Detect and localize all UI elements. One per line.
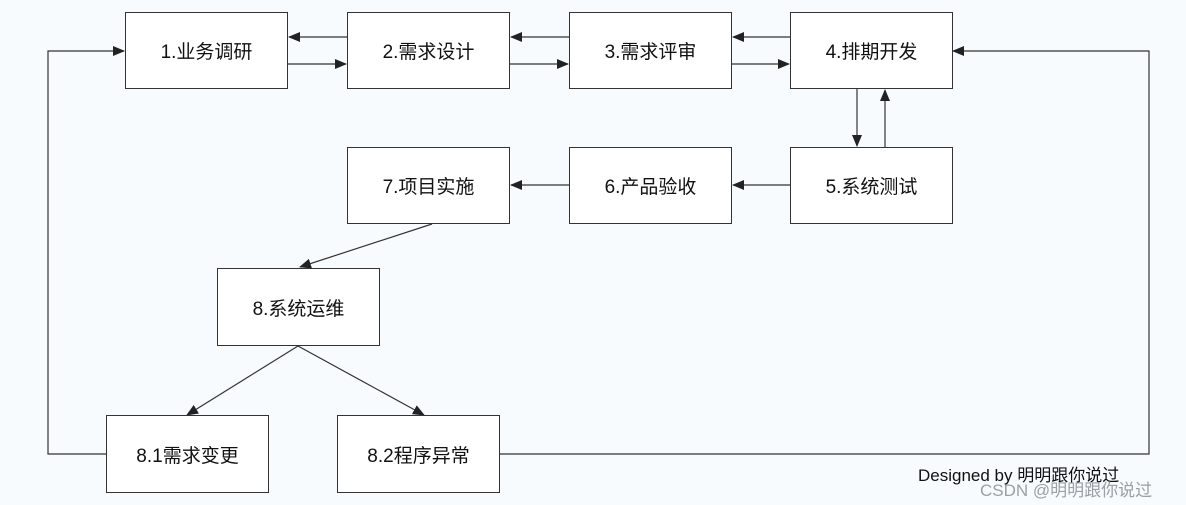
node-project-implementation: 7.项目实施 [347,147,510,224]
node-business-research: 1.业务调研 [125,12,288,89]
node-scheduling-development: 4.排期开发 [790,12,953,89]
edge-n8-to-n81 [186,345,299,416]
node-requirement-change: 8.1需求变更 [106,415,269,493]
csdn-watermark: CSDN @明明跟你说过 [980,481,1153,500]
node-requirement-review: 3.需求评审 [569,12,732,89]
edge-n8-to-n82 [297,345,425,416]
designer-credit: Designed by 明明跟你说过 [918,466,1120,485]
edge-n81-to-n1 [47,46,125,455]
node-system-maintenance: 8.系统运维 [217,268,380,346]
node-requirement-design: 2.需求设计 [347,12,510,89]
edge-n7-to-n8 [299,223,433,269]
node-program-exception: 8.2程序异常 [337,415,500,493]
edge-n82-to-n4 [500,46,1150,455]
node-system-testing: 5.系统测试 [790,147,953,224]
node-product-acceptance: 6.产品验收 [569,147,732,224]
